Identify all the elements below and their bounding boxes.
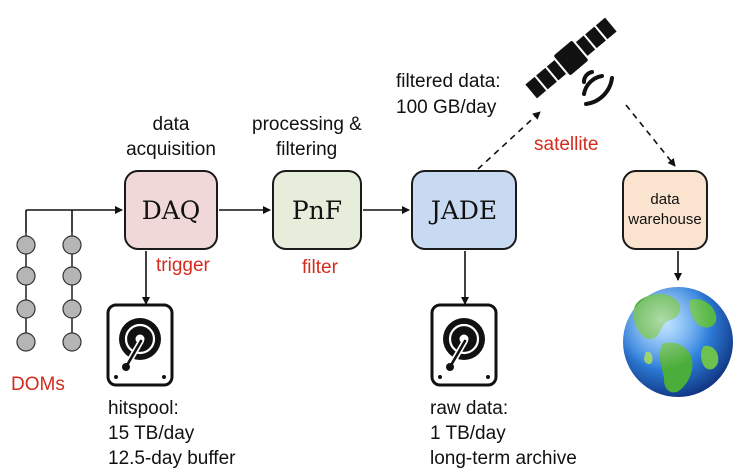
- data-acquisition-label-line2: acquisition: [126, 139, 216, 160]
- dom-string-right: [62, 232, 82, 352]
- satellite-signal-waves: [582, 70, 614, 106]
- pnf-box: PnF: [272, 170, 362, 250]
- doms-label: DOMs: [11, 374, 65, 395]
- dom-sensor: [16, 332, 36, 352]
- satellite-icon: [525, 17, 617, 99]
- filter-label: filter: [302, 257, 338, 278]
- jade-box-label: JADE: [430, 195, 498, 225]
- dom-string-left: [16, 232, 36, 352]
- jade-box: JADE: [411, 170, 517, 250]
- filtered-data-label-line1: filtered data:: [396, 71, 501, 92]
- dom-sensor: [62, 332, 82, 352]
- dom-sensor: [16, 266, 36, 286]
- dom-sensor: [16, 235, 36, 255]
- pnf-box-label: PnF: [291, 195, 343, 225]
- hard-drive-icon: [430, 303, 498, 387]
- dom-sensor: [16, 299, 36, 319]
- raw-data-label-line3: long-term archive: [430, 448, 577, 469]
- daq-box-label: DAQ: [141, 195, 201, 225]
- globe-icon: [623, 287, 733, 397]
- data-warehouse-label-line2: warehouse: [628, 211, 702, 228]
- trigger-label: trigger: [156, 255, 210, 276]
- flow-arrows: [142, 104, 682, 305]
- raw-data-label-line2: 1 TB/day: [430, 423, 506, 444]
- dom-connector-lines: [25, 206, 123, 232]
- processing-label-line2: filtering: [276, 139, 338, 160]
- hard-drive-icon: [106, 303, 174, 387]
- arrow-satellite-to-warehouse: [625, 104, 676, 167]
- data-warehouse-box: data warehouse: [622, 170, 708, 250]
- dom-sensor: [62, 235, 82, 255]
- hitspool-label-line2: 15 TB/day: [108, 423, 195, 444]
- data-warehouse-label-line1: data: [650, 191, 680, 208]
- hitspool-label-line1: hitspool:: [108, 398, 179, 419]
- satellite-label: satellite: [534, 134, 599, 155]
- filtered-data-label-line2: 100 GB/day: [396, 97, 497, 118]
- arrow-jade-to-satellite: [477, 111, 541, 170]
- hitspool-label-line3: 12.5-day buffer: [108, 448, 236, 469]
- dom-sensor: [62, 266, 82, 286]
- dom-sensor: [62, 299, 82, 319]
- processing-label-line1: processing &: [252, 114, 362, 135]
- data-acquisition-label-line1: data: [152, 114, 190, 135]
- daq-box: DAQ: [124, 170, 218, 250]
- raw-data-label-line1: raw data:: [430, 398, 509, 419]
